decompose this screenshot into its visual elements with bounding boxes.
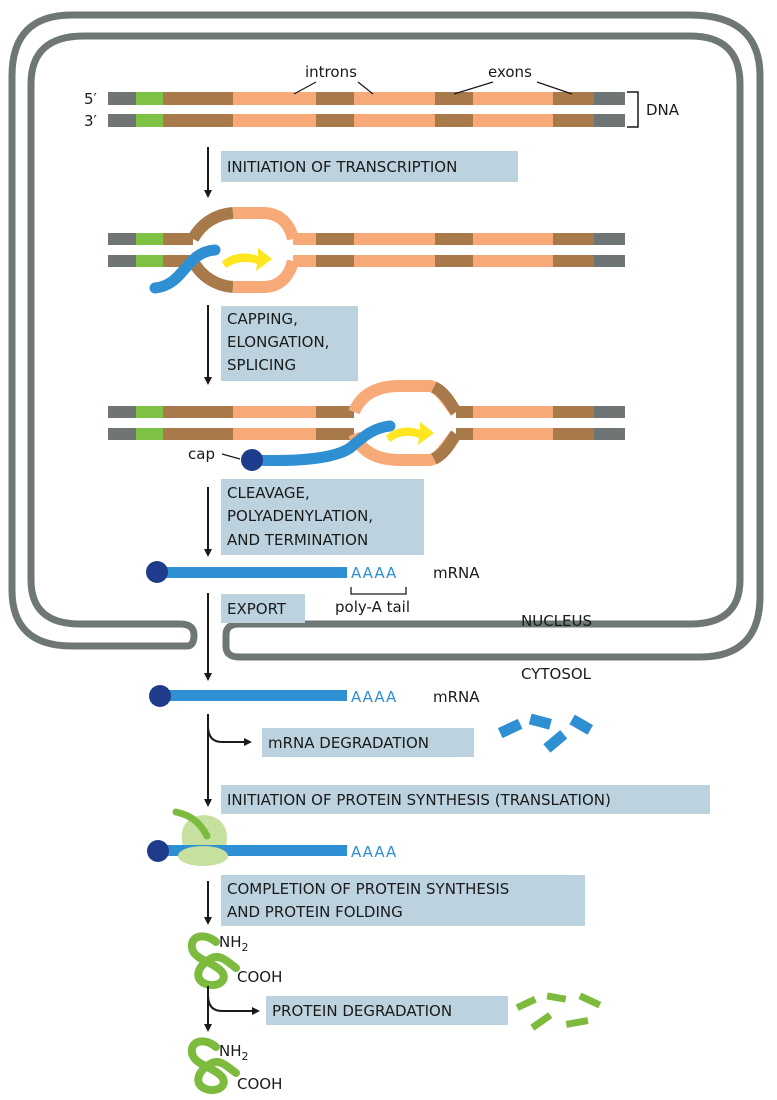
- step-line: INITIATION OF TRANSCRIPTION: [227, 158, 457, 176]
- mrna-degradation-branch-arrow: [207, 725, 252, 746]
- folded-protein-2: [187, 1037, 240, 1094]
- five-prime-cap: [241, 449, 263, 471]
- svg-text:mRNA DEGRADATION: mRNA DEGRADATION: [268, 734, 429, 752]
- rna-polymerase-arrow: [222, 248, 272, 271]
- poly-a-sequence: AAAA: [351, 843, 397, 861]
- five-prime-cap: [146, 561, 168, 583]
- mrna-cytosol: AAAA: [149, 685, 397, 707]
- degraded-protein-fragments: [515, 992, 602, 1031]
- folded-protein-1: [187, 932, 240, 989]
- dna-strand-bottom: [108, 114, 625, 127]
- nh2-label-1: NH2: [219, 933, 249, 954]
- svg-text:INITIATION OF PROTEIN SYNTHESI: INITIATION OF PROTEIN SYNTHESIS (TRANSLA…: [227, 791, 611, 809]
- step-mrna-degradation: mRNA DEGRADATION: [262, 728, 474, 757]
- poly-a-tail-label: poly-A tail: [335, 598, 410, 616]
- svg-text:PROTEIN DEGRADATION: PROTEIN DEGRADATION: [272, 1002, 452, 1020]
- cap-leader-line: [221, 453, 241, 460]
- poly-a-bracket: [350, 587, 407, 595]
- cooh-label-1: COOH: [237, 968, 282, 986]
- dna-label: DNA: [646, 101, 680, 119]
- step-line: EXPORT: [227, 600, 287, 618]
- step-line: POLYADENYLATION,: [227, 507, 373, 525]
- svg-text:CLEAVAGE, POLYADENYLATIO: CLEAVAGE, POLYADENYLATION, AND TERMINATI…: [227, 484, 378, 549]
- dna-strand-top: [108, 92, 625, 105]
- nh2-label-2: NH2: [219, 1042, 249, 1063]
- rna-polymerase-arrow: [386, 422, 434, 445]
- step-export: EXPORT: [221, 594, 305, 623]
- cooh-label-2: COOH: [237, 1075, 282, 1093]
- svg-text:EXPORT: EXPORT: [227, 600, 287, 618]
- cap-label: cap: [188, 445, 215, 463]
- transcription-bubble-2: [108, 380, 625, 471]
- nucleus-label: NUCLEUS: [521, 612, 592, 630]
- three-prime-label: 3′: [84, 112, 98, 130]
- poly-a-sequence: AAAA: [351, 688, 397, 706]
- svg-text:CAPPING, ELONGATION,: CAPPING, ELONGATION, SPLICING: [227, 310, 334, 374]
- step-line: AND TERMINATION: [227, 531, 368, 549]
- svg-text:COMPLETION OF PROTEIN SYNTHESI: COMPLETION OF PROTEIN SYNTHESIS AND PROT…: [227, 880, 514, 921]
- exons-label: exons: [488, 63, 532, 81]
- nuclear-envelope: [8, 11, 764, 661]
- step-completion: COMPLETION OF PROTEIN SYNTHESIS AND PROT…: [221, 875, 585, 926]
- step-line: AND PROTEIN FOLDING: [227, 903, 403, 921]
- five-prime-label: 5′: [84, 90, 98, 108]
- step-line: CLEAVAGE,: [227, 484, 310, 502]
- rna-transcript: [149, 244, 221, 294]
- step-protein-degradation: PROTEIN DEGRADATION: [266, 996, 508, 1025]
- step-line: ELONGATION,: [227, 333, 329, 351]
- dna-bracket: [627, 91, 639, 128]
- poly-a-sequence: AAAA: [351, 564, 397, 582]
- nuclear-envelope-outer: [8, 11, 764, 661]
- step-cleavage: CLEAVAGE, POLYADENYLATION, AND TERMINATI…: [221, 479, 424, 555]
- translating-mrna: AAAA: [147, 808, 397, 866]
- five-prime-cap: [149, 685, 171, 707]
- step-initiation-translation: INITIATION OF PROTEIN SYNTHESIS (TRANSLA…: [221, 785, 710, 814]
- rna-transcript: [246, 420, 396, 466]
- svg-text:INITIATION OF TRANSCRIPTION: INITIATION OF TRANSCRIPTION: [227, 158, 457, 176]
- ribosome-small-subunit: [178, 846, 228, 866]
- dna-double-strand: [108, 92, 625, 127]
- nascent-polypeptide: [172, 808, 211, 840]
- mrna-label-1: mRNA: [433, 564, 480, 582]
- label-leader-lines: [293, 81, 573, 95]
- step-line: SPLICING: [227, 356, 296, 374]
- cytosol-label: CYTOSOL: [521, 665, 592, 683]
- mrna-nucleus: AAAA: [146, 561, 397, 583]
- mrna-label-2: mRNA: [433, 688, 480, 706]
- step-line: CAPPING,: [227, 310, 298, 328]
- step-line: INITIATION OF PROTEIN SYNTHESIS (TRANSLA…: [227, 791, 611, 809]
- introns-label: introns: [305, 63, 357, 81]
- protein-degradation-branch-arrow: [207, 994, 260, 1015]
- step-initiation-transcription: INITIATION OF TRANSCRIPTION: [221, 151, 518, 182]
- transcription-bubble-1: [108, 207, 625, 294]
- degraded-mrna-fragments: [497, 713, 594, 753]
- step-line: COMPLETION OF PROTEIN SYNTHESIS: [227, 880, 509, 898]
- step-line: mRNA DEGRADATION: [268, 734, 429, 752]
- step-line: PROTEIN DEGRADATION: [272, 1002, 452, 1020]
- step-capping: CAPPING, ELONGATION, SPLICING: [221, 306, 358, 381]
- five-prime-cap: [147, 840, 169, 862]
